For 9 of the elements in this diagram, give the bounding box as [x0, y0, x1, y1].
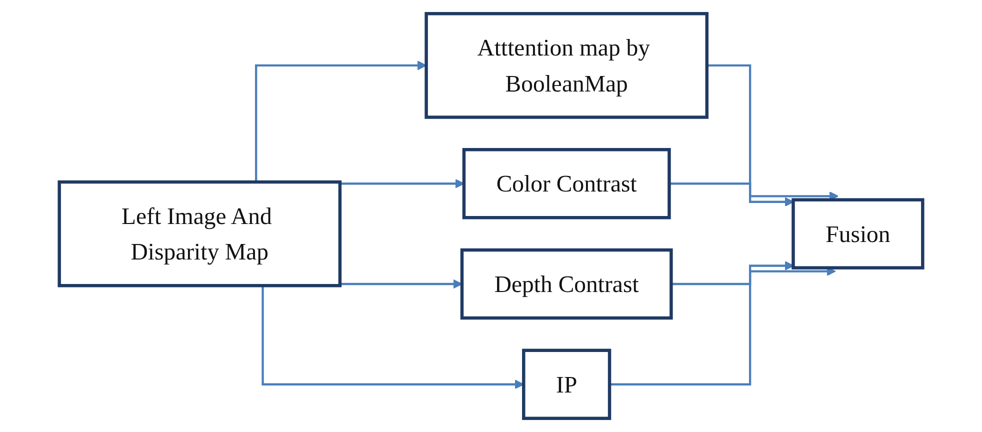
node-box: Atttention map by BooleanMap	[424, 12, 709, 119]
node-box: Color Contrast	[462, 148, 671, 220]
node-box: Depth Contrast	[460, 248, 673, 320]
node-box: Fusion	[792, 198, 924, 270]
arrow	[255, 60, 427, 182]
arrow	[262, 286, 524, 390]
node-box: Left Image And Disparity Map	[58, 180, 342, 288]
arrow	[670, 260, 794, 286]
node-box: IP	[522, 348, 612, 420]
